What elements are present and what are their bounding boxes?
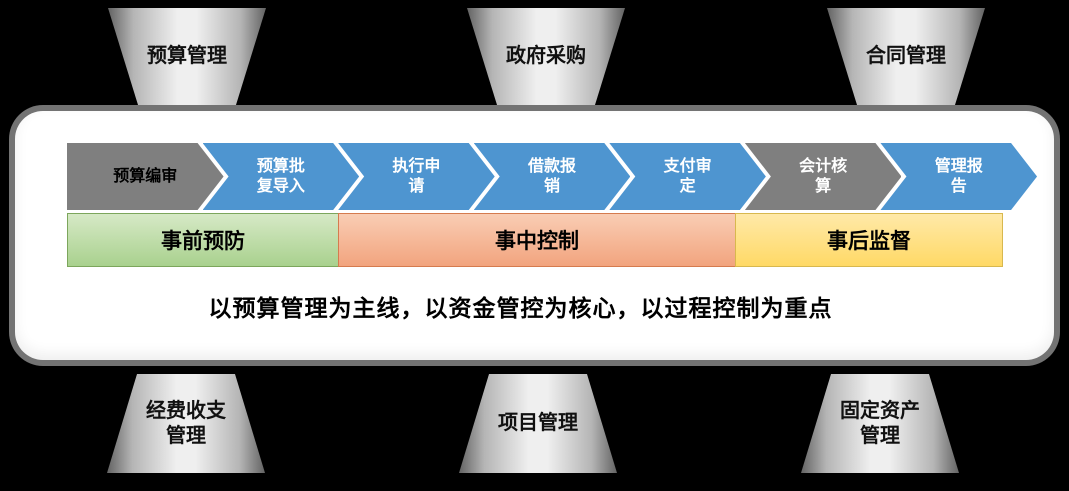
module-label: 预算管理 <box>147 45 227 67</box>
module-budget-management: 预算管理 <box>108 8 266 105</box>
process-step-label: 执行申请 <box>392 158 441 195</box>
process-step-label: 预算批复导入 <box>256 158 305 195</box>
process-step-label: 会计核算 <box>799 158 848 195</box>
process-step-management-report: 管理报告 <box>880 143 1037 210</box>
process-step-label: 借款报销 <box>528 158 577 195</box>
module-project-management: 项目管理 <box>459 374 617 473</box>
process-step-label: 支付审定 <box>663 158 712 195</box>
process-step-budget-review: 预算编审 <box>67 143 224 210</box>
process-panel: 预算编审 预算批复导入 执行申请 借款报销 支付审定 会计核算 管理报告 <box>15 111 1054 360</box>
process-step-label: 预算编审 <box>113 167 178 185</box>
phase-label: 事中控制 <box>495 230 579 253</box>
module-label: 项目管理 <box>498 412 578 434</box>
module-label: 合同管理 <box>866 45 946 67</box>
module-label: 固定资产管理 <box>840 399 920 447</box>
process-step-budget-approval-import: 预算批复导入 <box>203 143 360 210</box>
phase-post-supervision: 事后监督 <box>735 213 1003 267</box>
phase-label: 事前预防 <box>161 230 245 253</box>
module-funds-income-expense-management: 经费收支管理 <box>107 374 265 473</box>
module-fixed-assets-management: 固定资产管理 <box>801 374 959 473</box>
process-step-accounting: 会计核算 <box>745 143 902 210</box>
tagline: 以预算管理为主线，以资金管控为核心，以过程控制为重点 <box>208 295 833 321</box>
process-flow: 预算编审 预算批复导入 执行申请 借款报销 支付审定 会计核算 管理报告 <box>67 143 1037 210</box>
process-step-execution-request: 执行申请 <box>338 143 495 210</box>
phase-pre-prevention: 事前预防 <box>67 213 339 267</box>
phase-label: 事后监督 <box>827 230 911 253</box>
process-step-loan-reimbursement: 借款报销 <box>474 143 631 210</box>
process-step-label: 管理报告 <box>934 158 983 195</box>
phase-row: 事前预防 事中控制 事后监督 <box>67 213 1003 267</box>
module-contract-management: 合同管理 <box>827 8 985 105</box>
module-label: 政府采购 <box>506 45 586 67</box>
phase-in-process-control: 事中控制 <box>338 213 736 267</box>
process-step-payment-approval: 支付审定 <box>609 143 766 210</box>
module-label: 经费收支管理 <box>146 399 226 447</box>
module-government-procurement: 政府采购 <box>467 8 625 105</box>
